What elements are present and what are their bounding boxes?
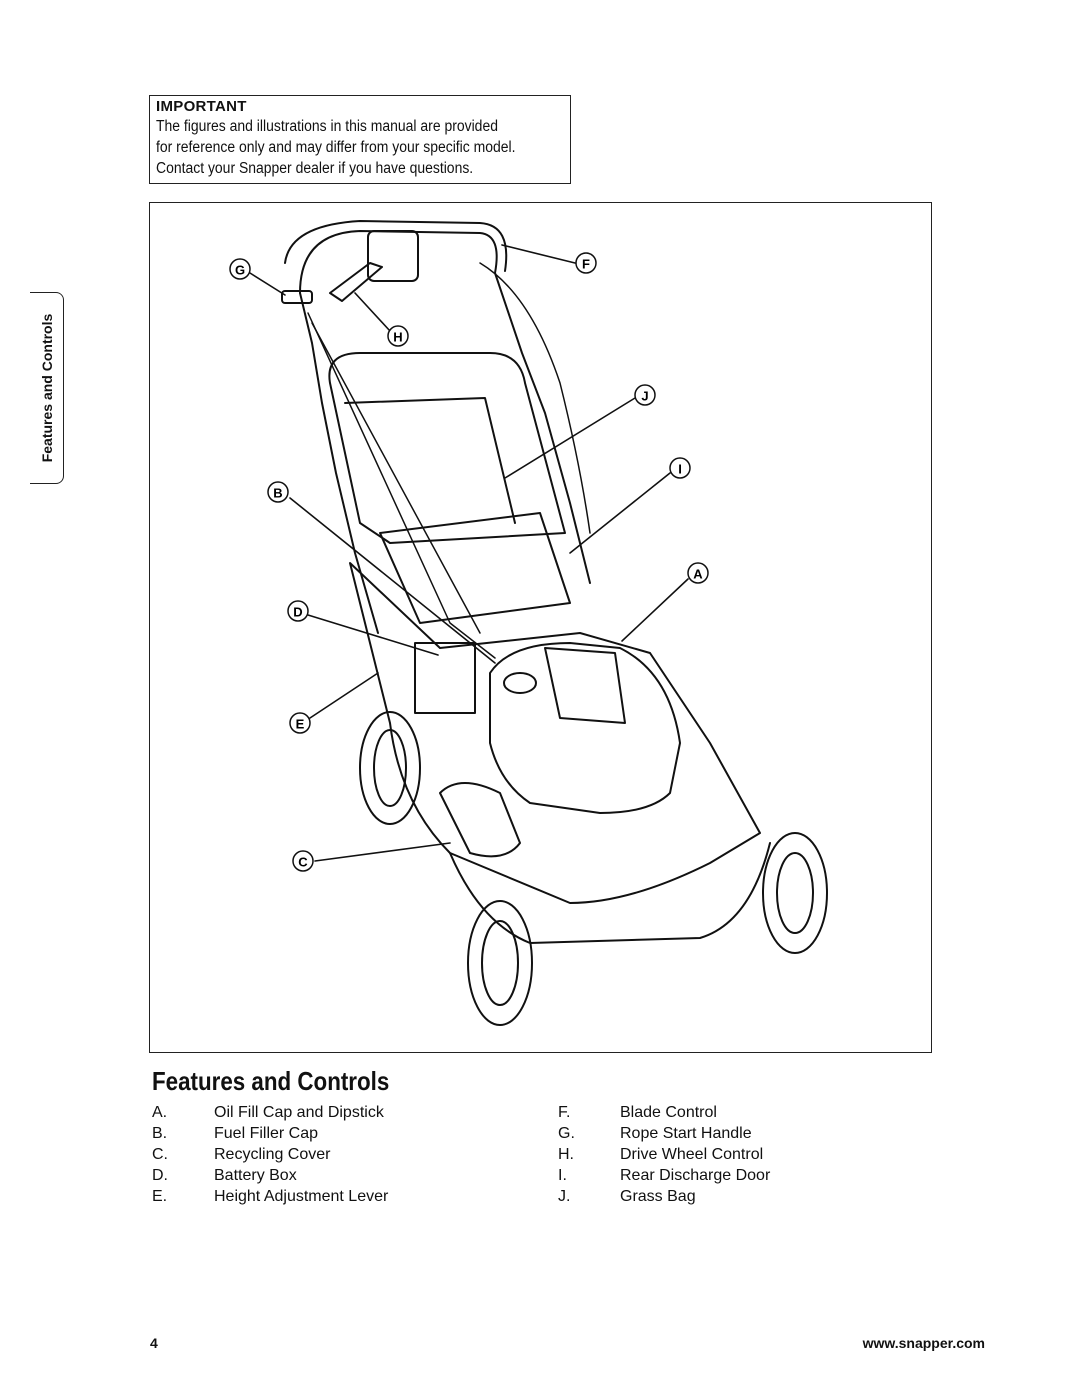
front-left-wheel — [467, 900, 533, 1026]
legend-item: H. Drive Wheel Control — [558, 1144, 858, 1165]
callout-d: D — [287, 600, 309, 622]
deck-front — [449, 842, 771, 944]
recycling-cover — [439, 782, 521, 858]
legend-key: D. — [152, 1167, 168, 1184]
legend-key: H. — [558, 1146, 574, 1163]
legend-label: Rear Discharge Door — [620, 1167, 771, 1184]
callout-c: C — [292, 850, 314, 872]
legend-item: E. Height Adjustment Lever — [152, 1186, 452, 1207]
callout-g: G — [229, 258, 251, 280]
leader-c — [314, 842, 451, 862]
page-number: 4 — [150, 1335, 158, 1351]
legend-label: Recycling Cover — [214, 1146, 331, 1163]
legend-item: D. Battery Box — [152, 1165, 452, 1186]
notice-line: for reference only and may differ from y… — [156, 139, 516, 156]
leader-e — [309, 672, 379, 719]
legend-label: Drive Wheel Control — [620, 1146, 764, 1163]
rear-right-wheel — [762, 832, 828, 954]
svg-text:F: F — [582, 257, 590, 272]
legend-item: I. Rear Discharge Door — [558, 1165, 858, 1186]
mower-deck — [349, 562, 761, 904]
legend-left-column: A. Oil Fill Cap and Dipstick B. Fuel Fille… — [152, 1102, 452, 1207]
lawn-mower-drawing: G F H J I B A D E C — [229, 220, 828, 1026]
grass-bag-inner — [344, 397, 516, 524]
notice-line: Contact your Snapper dealer if you have … — [156, 160, 474, 177]
handle-left-rail — [299, 292, 379, 634]
leader-i — [569, 472, 671, 554]
svg-text:E: E — [296, 717, 305, 732]
control-box — [367, 230, 419, 282]
legend-label: Fuel Filler Cap — [214, 1125, 319, 1142]
callout-j: J — [634, 384, 656, 406]
legend-item: B. Fuel Filler Cap — [152, 1123, 452, 1144]
leader-f — [501, 244, 576, 264]
grass-bag — [328, 352, 566, 544]
callout-h: H — [387, 325, 409, 347]
legend-item: F. Blade Control — [558, 1102, 858, 1123]
page-title: Features and Controls — [152, 1066, 390, 1096]
svg-text:A: A — [693, 567, 703, 582]
legend-key: I. — [558, 1167, 567, 1184]
front-left-hub — [481, 920, 519, 1006]
rear-right-hub — [776, 852, 814, 934]
leader-h — [354, 292, 391, 332]
side-tab-label: Features and Controls — [38, 313, 55, 463]
legend-label: Rope Start Handle — [620, 1125, 752, 1142]
legend-item: C. Recycling Cover — [152, 1144, 452, 1165]
svg-text:H: H — [393, 330, 402, 345]
svg-text:B: B — [273, 486, 282, 501]
legend-key: B. — [152, 1125, 168, 1142]
svg-text:G: G — [235, 263, 245, 278]
legend-label: Oil Fill Cap and Dipstick — [214, 1104, 384, 1121]
leader-j — [504, 397, 636, 479]
legend-label: Battery Box — [214, 1167, 297, 1184]
rear-discharge-door — [379, 512, 571, 624]
callout-b: B — [267, 481, 289, 503]
important-notice: IMPORTANT The figures and illustrations … — [149, 95, 571, 184]
rear-left-wheel — [359, 711, 421, 825]
control-cable — [311, 322, 481, 634]
legend-key: C. — [152, 1146, 168, 1163]
legend-key: E. — [152, 1188, 168, 1205]
legend-key: F. — [558, 1104, 571, 1121]
legend-item: J. Grass Bag — [558, 1186, 858, 1207]
notice-line: The figures and illustrations in this ma… — [156, 118, 498, 135]
legend-key: G. — [558, 1125, 575, 1142]
callout-f: F — [575, 252, 597, 274]
svg-text:D: D — [293, 605, 302, 620]
legend-right-column: F. Blade Control G. Rope Start Handle H. Dr… — [558, 1102, 858, 1207]
callout-a: A — [687, 562, 709, 584]
drive-cable — [479, 262, 591, 534]
legend-label: Blade Control — [620, 1104, 717, 1121]
callout-i: I — [669, 457, 691, 479]
notice-heading: IMPORTANT — [156, 98, 247, 115]
legend-item: A. Oil Fill Cap and Dipstick — [152, 1102, 452, 1123]
rear-left-hub — [373, 729, 407, 807]
leader-b — [289, 497, 496, 664]
section-side-tab: Features and Controls — [30, 292, 64, 484]
leader-d — [307, 614, 439, 656]
legend-label: Grass Bag — [620, 1188, 696, 1205]
legend-key: J. — [558, 1188, 571, 1205]
svg-text:I: I — [678, 462, 682, 477]
engine-cover — [489, 642, 681, 814]
callout-e: E — [289, 712, 311, 734]
leader-a — [621, 578, 689, 642]
svg-text:J: J — [641, 389, 648, 404]
start-rope — [307, 312, 496, 659]
handle-outer-loop — [284, 220, 508, 272]
svg-text:C: C — [298, 855, 308, 870]
battery-box — [414, 642, 476, 714]
legend-key: A. — [152, 1104, 168, 1121]
legend-item: G. Rope Start Handle — [558, 1123, 858, 1144]
legend-label: Height Adjustment Lever — [214, 1188, 389, 1205]
footer-url: www.snapper.com — [862, 1335, 985, 1351]
mower-illustration-figure: G F H J I B A D E C — [149, 202, 932, 1053]
engine-top-panel — [544, 647, 626, 724]
leader-g — [249, 272, 286, 296]
rope-start-grip — [281, 290, 313, 304]
blade-control-bar — [329, 262, 383, 302]
oil-fill-cap — [503, 672, 537, 694]
